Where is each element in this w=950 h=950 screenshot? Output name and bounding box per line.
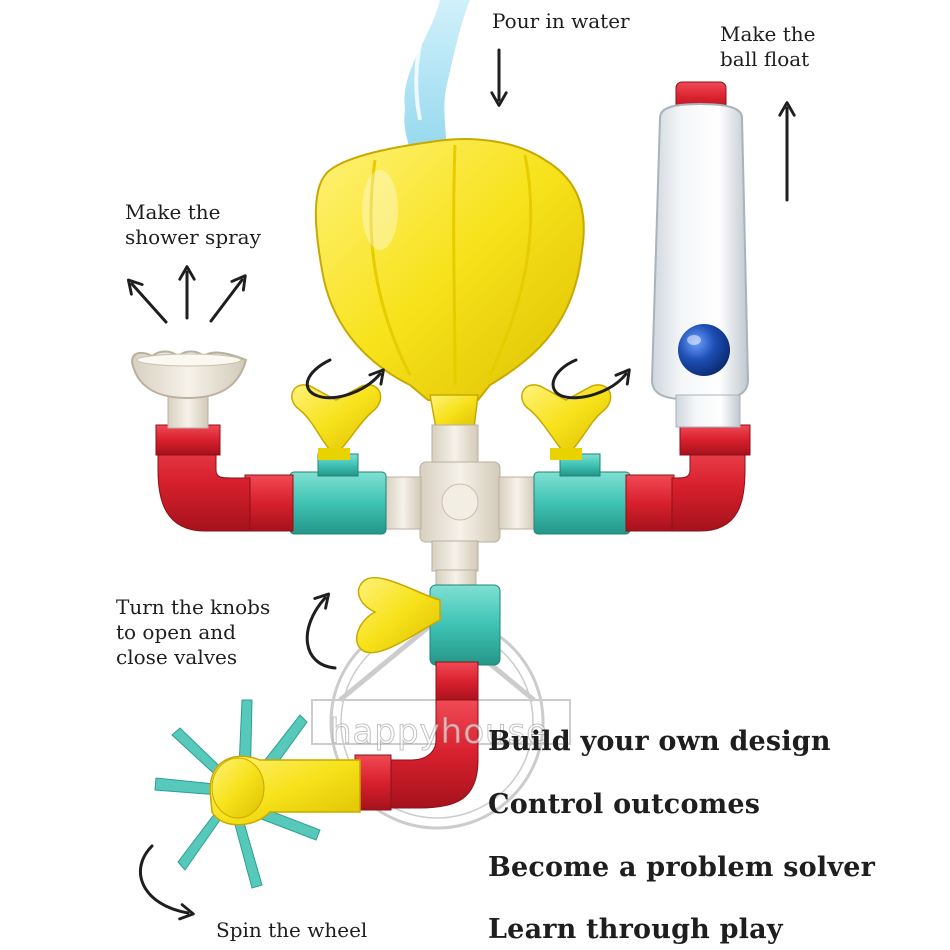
watermark-text: happyhouse bbox=[329, 712, 549, 753]
caption-line: close valves bbox=[116, 645, 238, 669]
caption-shower-spray: Make the shower spray bbox=[125, 200, 261, 250]
caption-line: Make the bbox=[125, 200, 221, 224]
water-stream bbox=[404, 0, 470, 160]
feature-line: Become a problem solver bbox=[488, 852, 876, 883]
caption-line: shower spray bbox=[125, 225, 261, 249]
lower-valve-knob bbox=[356, 577, 441, 654]
left-valve-knob bbox=[291, 384, 382, 460]
feature-line: Learn through play bbox=[488, 914, 783, 945]
curved-arrow-icon bbox=[139, 592, 337, 921]
funnel-bowl bbox=[314, 138, 585, 429]
water-wheel bbox=[154, 699, 361, 889]
cross-connector bbox=[384, 424, 536, 572]
caption-ball-float: Make the ball float bbox=[720, 22, 815, 72]
caption-line: Make the bbox=[720, 22, 816, 46]
caption-line: to open and bbox=[116, 620, 236, 644]
feature-line: Control outcomes bbox=[488, 789, 761, 820]
caption-pour-water: Pour in water bbox=[492, 9, 630, 33]
float-tube bbox=[650, 81, 750, 428]
spray-arrows-icon bbox=[126, 265, 247, 324]
left-pipe-arm bbox=[130, 350, 387, 535]
caption-turn-knobs: Turn the knobs to open and close valves bbox=[116, 595, 270, 670]
right-valve-knob bbox=[521, 384, 612, 460]
right-pipe-arm bbox=[533, 424, 751, 535]
rotate-arrow-icon bbox=[305, 358, 631, 400]
caption-spin-wheel: Spin the wheel bbox=[216, 918, 368, 942]
feature-line: Build your own design bbox=[488, 726, 831, 757]
caption-line: Turn the knobs bbox=[116, 595, 271, 619]
caption-line: ball float bbox=[720, 47, 810, 71]
